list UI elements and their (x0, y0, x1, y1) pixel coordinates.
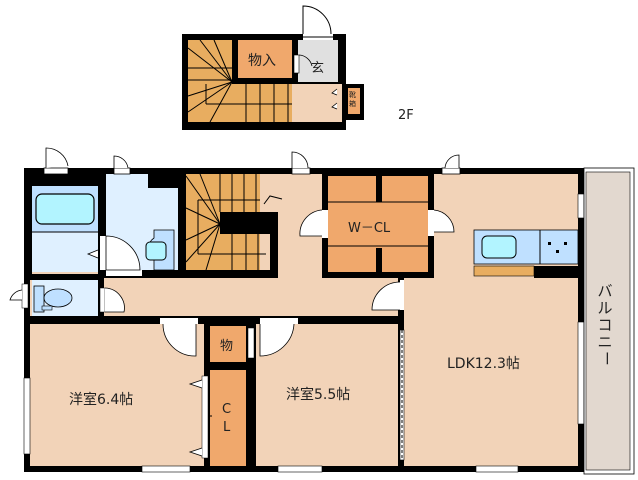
closet-small-label: 物 (220, 339, 234, 354)
balcony (585, 171, 631, 471)
bathtub (35, 193, 95, 225)
western-room-1-label: 洋室6.4帖 (69, 392, 134, 408)
upper-storage (238, 40, 292, 78)
closet-c-label: C (222, 402, 232, 417)
upper-plan (182, 5, 364, 130)
ldk-label: LDK12.3帖 (447, 356, 520, 372)
upper-storage-label: 物入 (248, 53, 276, 69)
genkan (298, 40, 338, 82)
closet-cl (210, 370, 246, 466)
wcl-label: W－CL (348, 221, 391, 236)
shoe-box (348, 88, 360, 114)
main-plan (9, 147, 635, 475)
sink (481, 235, 517, 259)
balcony-label: バ ル コ ニ ー (597, 282, 616, 367)
walk-in-closet (328, 202, 428, 248)
closet-small (210, 326, 246, 362)
genkan-label: 玄 (311, 61, 325, 76)
floor-label: 2F (398, 108, 414, 123)
closet-l-label: L (223, 420, 231, 435)
shoe-box-label: 靴箱 (349, 91, 356, 108)
western-room-2-label: 洋室5.5帖 (286, 387, 351, 403)
